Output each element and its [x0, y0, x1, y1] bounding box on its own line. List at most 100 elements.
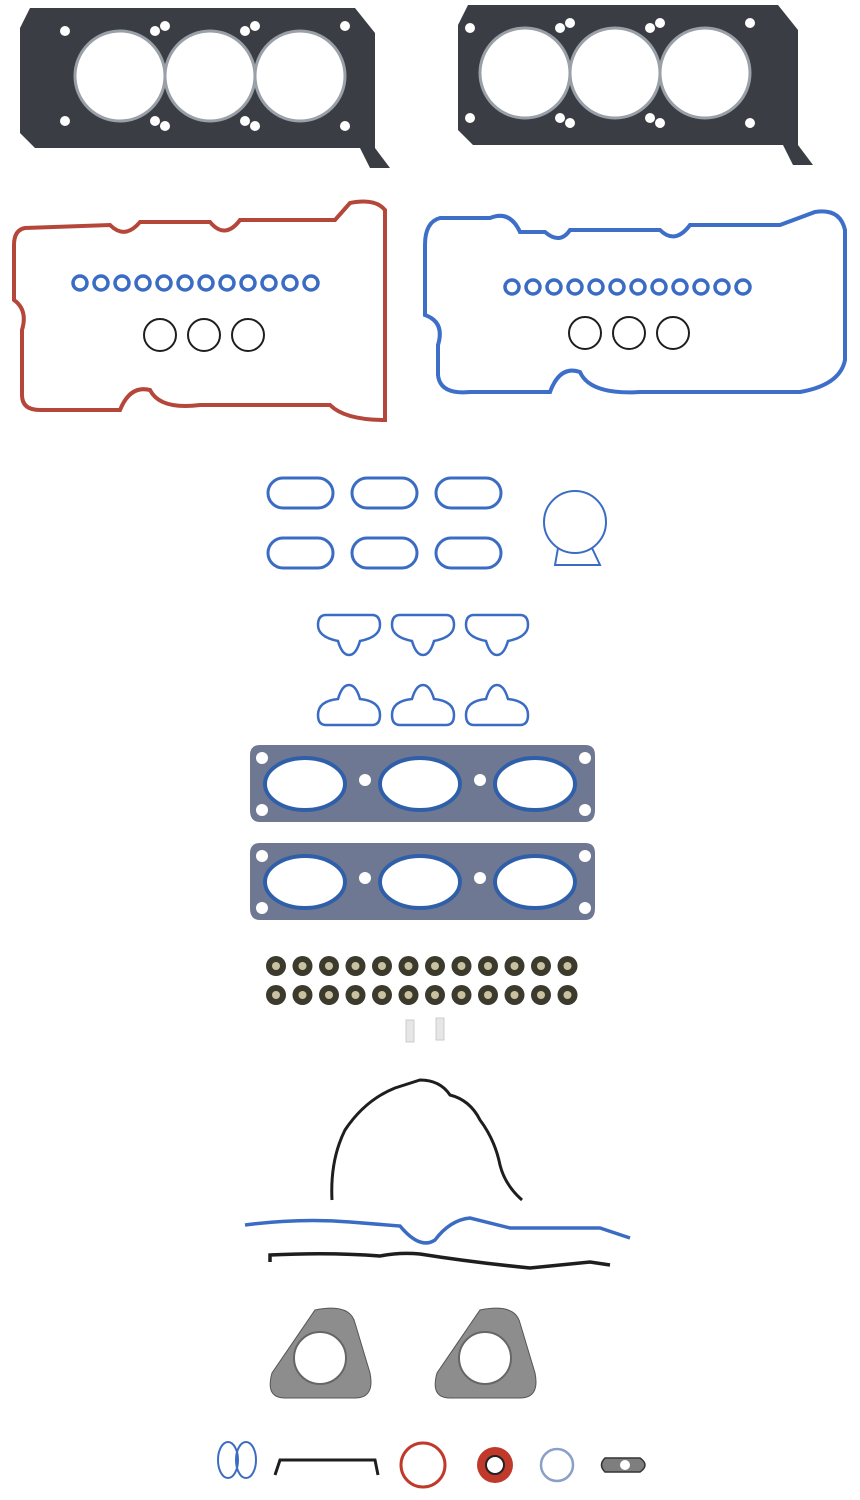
- misc-seals: [217, 1441, 646, 1489]
- spark-plug-tube-seal: [566, 278, 584, 296]
- head-gaskets: [20, 5, 813, 168]
- right-valve-cover-gasket: [423, 209, 847, 395]
- spark-plug-tube-seal: [608, 278, 626, 296]
- exhaust-port: [493, 756, 577, 812]
- valve-stem-seal-center: [563, 962, 572, 970]
- spark-plug-tube-seal: [239, 274, 257, 292]
- o-ring: [612, 316, 646, 350]
- bolt-hole: [474, 774, 486, 786]
- valve-stem-seal-center: [351, 962, 360, 970]
- spark-plug-tube-seal: [503, 278, 521, 296]
- o-ring: [568, 316, 602, 350]
- seal-strip: [273, 1458, 380, 1476]
- cylinder-bore: [478, 26, 572, 120]
- spark-plug-tube-seal: [692, 278, 710, 296]
- valve-cover-gaskets: [12, 199, 847, 423]
- cylinder-bore: [163, 29, 257, 123]
- o-ring: [143, 318, 177, 352]
- bolt-hole: [645, 23, 655, 33]
- spark-plug-tube-seal: [134, 274, 152, 292]
- spark-plug-tube-seal: [302, 274, 320, 292]
- valve-stem-seal-center: [537, 991, 545, 999]
- spark-plug-tube-seal: [281, 274, 299, 292]
- valve-stem-seal-center: [457, 962, 466, 970]
- oil-seal-center: [485, 1455, 505, 1475]
- exhaust-port: [493, 854, 577, 910]
- valve-stem-seal-center: [563, 991, 572, 999]
- bolt-hole: [250, 121, 260, 131]
- spark-plug-tube-seal: [92, 274, 110, 292]
- valve-stem-seal-center: [404, 991, 413, 999]
- plenum-gaskets: [316, 613, 530, 727]
- spark-plug-tube-seal: [260, 274, 278, 292]
- cylinder-bore: [658, 26, 752, 120]
- bolt-hole: [359, 774, 371, 786]
- plenum-gasket: [390, 613, 456, 657]
- valve-stem-seal-center: [484, 991, 492, 999]
- spark-plug-tube-seal: [713, 278, 731, 296]
- valve-stem-seal-center: [272, 991, 280, 999]
- spark-plug-tube-seal: [671, 278, 689, 296]
- valve-stem-seals: [266, 956, 578, 1043]
- spark-plug-tube-seal: [155, 274, 173, 292]
- intake-port-gasket: [266, 536, 335, 570]
- bolt-hole: [60, 116, 70, 126]
- exhaust-manifold-gaskets: [250, 745, 595, 920]
- tube-gasket-hole: [620, 1460, 630, 1470]
- front-cover-seal-strip: [268, 1251, 611, 1270]
- bolt-hole: [256, 902, 268, 914]
- valve-stem-seal-center: [378, 991, 386, 999]
- bolt-hole: [474, 872, 486, 884]
- valve-stem-seal-center: [378, 962, 386, 970]
- intake-port-gasket: [266, 476, 335, 510]
- spark-plug-tube-seal: [218, 274, 236, 292]
- timing-cover-gasket: [330, 1078, 523, 1202]
- triangle-exhaust-gaskets: [269, 1307, 537, 1399]
- valve-stem-seal-center: [272, 962, 280, 970]
- plenum-gasket: [316, 683, 382, 727]
- bolt-hole: [579, 902, 591, 914]
- spark-plug-tube-seal: [734, 278, 752, 296]
- light-blue-o-ring: [539, 1447, 575, 1483]
- bolt-hole: [655, 18, 665, 28]
- cylinder-bore: [568, 26, 662, 120]
- intake-gaskets: [266, 476, 607, 570]
- bolt-hole: [250, 21, 260, 31]
- intake-port-gasket: [434, 476, 503, 510]
- timing-cover-gaskets: [244, 1078, 631, 1270]
- spark-plug-tube-seal: [629, 278, 647, 296]
- valve-stem-seal-center: [325, 991, 333, 999]
- bolt-hole: [340, 121, 350, 131]
- valve-stem-seal-center: [325, 962, 333, 970]
- intake-port-gasket: [350, 536, 419, 570]
- bolt-hole: [150, 116, 160, 126]
- valve-stem-seal-center: [298, 962, 307, 970]
- bolt-hole: [240, 116, 250, 126]
- flange-port: [458, 1331, 512, 1385]
- bolt-hole: [256, 850, 268, 862]
- bolt-hole: [645, 113, 655, 123]
- pcv-seal: [217, 1441, 239, 1479]
- valve-stem-seal-center: [457, 991, 466, 999]
- bolt-hole: [150, 26, 160, 36]
- spark-plug-tube-seal: [545, 278, 563, 296]
- bolt-hole: [579, 752, 591, 764]
- spark-plug-tube-seal: [650, 278, 668, 296]
- throttle-body-gasket: [543, 490, 607, 554]
- spark-plug-tube-seal: [197, 274, 215, 292]
- exhaust-port: [263, 854, 347, 910]
- bolt-hole: [565, 18, 575, 28]
- bolt-hole: [340, 21, 350, 31]
- intake-port-gasket: [434, 536, 503, 570]
- plenum-gasket: [464, 613, 530, 657]
- spark-plug-tube-seal: [524, 278, 542, 296]
- spark-plug-tube-seal: [587, 278, 605, 296]
- valve-stem-seal-center: [431, 962, 439, 970]
- bolt-hole: [256, 752, 268, 764]
- bolt-hole: [256, 804, 268, 816]
- bolt-hole: [579, 850, 591, 862]
- bolt-hole: [745, 118, 755, 128]
- cylinder-bore: [73, 29, 167, 123]
- exhaust-port: [378, 756, 462, 812]
- valve-stem-seal-center: [510, 991, 519, 999]
